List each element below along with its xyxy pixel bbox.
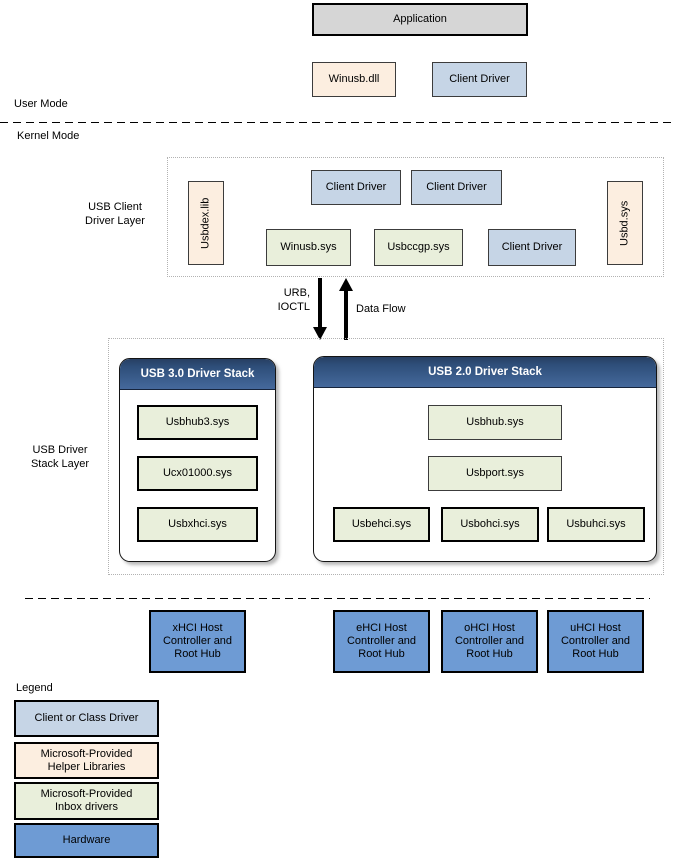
urb-down-arrow-line xyxy=(318,278,322,327)
legend-client-driver: Client or Class Driver xyxy=(14,700,159,737)
usbohci-sys-box: Usbohci.sys xyxy=(441,507,539,542)
client-driver-kernel-box-1: Client Driver xyxy=(311,170,401,205)
kernel-mode-label: Kernel Mode xyxy=(17,130,80,142)
client-driver-layer-label: USB Client Driver Layer xyxy=(85,201,145,227)
winusb-sys-label: Winusb.sys xyxy=(280,241,337,253)
driver-stack-layer-label: USB Driver Stack Layer xyxy=(30,444,90,470)
uhci-host-controller-box: uHCI Host Controller and Root Hub xyxy=(547,610,644,673)
client-driver-layer-container xyxy=(167,157,664,277)
usbuhci-sys-box: Usbuhci.sys xyxy=(547,507,645,542)
urb-down-arrow-head xyxy=(313,327,327,340)
usb3-driver-stack-header: USB 3.0 Driver Stack xyxy=(120,359,275,390)
usbport-sys-box: Usbport.sys xyxy=(428,456,562,491)
user-mode-label: User Mode xyxy=(14,98,68,110)
winusb-sys-box: Winusb.sys xyxy=(266,229,351,266)
legend-hardware: Hardware xyxy=(14,823,159,858)
usbdex-lib-label: Usbdex.lib xyxy=(199,197,212,249)
usb2-driver-stack-header: USB 2.0 Driver Stack xyxy=(314,357,656,388)
legend-inbox-drivers: Microsoft-Provided Inbox drivers xyxy=(14,782,159,820)
ucx01000-sys-box: Ucx01000.sys xyxy=(137,456,258,491)
usbehci-sys-box: Usbehci.sys xyxy=(333,507,430,542)
kernel-hardware-divider xyxy=(25,598,650,599)
client-driver-kernel-box-2: Client Driver xyxy=(411,170,502,205)
usbdex-lib-box: Usbdex.lib xyxy=(188,181,224,265)
client-driver-usermode-label: Client Driver xyxy=(449,73,510,85)
application-box: Application xyxy=(312,3,528,36)
legend-title: Legend xyxy=(16,682,53,694)
usbhub-sys-box: Usbhub.sys xyxy=(428,405,562,440)
usbhub3-sys-box: Usbhub3.sys xyxy=(137,405,258,440)
urb-ioctl-label: URB, IOCTL xyxy=(277,287,310,313)
data-flow-up-arrow-line xyxy=(344,291,348,340)
usbxhci-sys-box: Usbxhci.sys xyxy=(137,507,258,542)
data-flow-up-arrow-head xyxy=(339,278,353,291)
legend-helper-libraries: Microsoft-Provided Helper Libraries xyxy=(14,742,159,779)
usbd-sys-box: Usbd.sys xyxy=(607,181,643,265)
usbd-sys-label: Usbd.sys xyxy=(618,200,631,246)
ehci-host-controller-box: eHCI Host Controller and Root Hub xyxy=(333,610,430,673)
winusb-dll-label: Winusb.dll xyxy=(328,73,380,85)
client-driver-usermode-box: Client Driver xyxy=(432,62,527,97)
application-label: Application xyxy=(393,13,447,25)
usbccgp-sys-box: Usbccgp.sys xyxy=(374,229,463,266)
ohci-host-controller-box: oHCI Host Controller and Root Hub xyxy=(441,610,538,673)
winusb-dll-box: Winusb.dll xyxy=(312,62,396,97)
data-flow-label: Data Flow xyxy=(356,303,406,315)
xhci-host-controller-box: xHCI Host Controller and Root Hub xyxy=(149,610,246,673)
user-kernel-divider xyxy=(0,122,675,123)
driver-stack-layer-container xyxy=(108,338,664,575)
usbccgp-sys-label: Usbccgp.sys xyxy=(387,241,450,253)
client-driver-kernel-box-3: Client Driver xyxy=(488,229,576,266)
